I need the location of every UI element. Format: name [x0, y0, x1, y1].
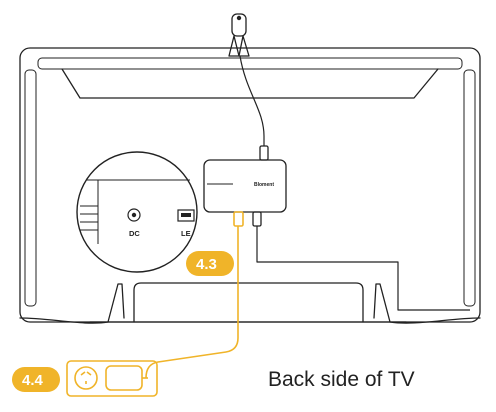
camera-cable-plug	[259, 145, 269, 161]
port-callout: DC LE	[76, 151, 198, 273]
wall-outlet	[66, 360, 158, 397]
control-box: Bloment	[203, 159, 287, 213]
brand-label: Bloment	[254, 182, 274, 188]
camera-cable	[239, 55, 265, 146]
step-4-3-badge: 4.3	[186, 251, 234, 276]
dc-port-label: DC	[129, 229, 140, 238]
caption-back-side: Back side of TV	[268, 368, 415, 391]
power-plug-connector	[233, 211, 244, 227]
usb-port-label: LE	[181, 229, 191, 238]
led-plug	[252, 211, 262, 227]
led-cable	[256, 226, 470, 311]
camera-clip	[228, 13, 250, 57]
tv-stand	[19, 282, 481, 324]
step-4-4-badge: 4.4	[12, 367, 60, 392]
power-adapter	[105, 365, 148, 391]
step-4-4-label: 4.4	[22, 372, 44, 389]
power-cable	[145, 226, 239, 379]
step-4-3-label: 4.3	[196, 256, 217, 273]
